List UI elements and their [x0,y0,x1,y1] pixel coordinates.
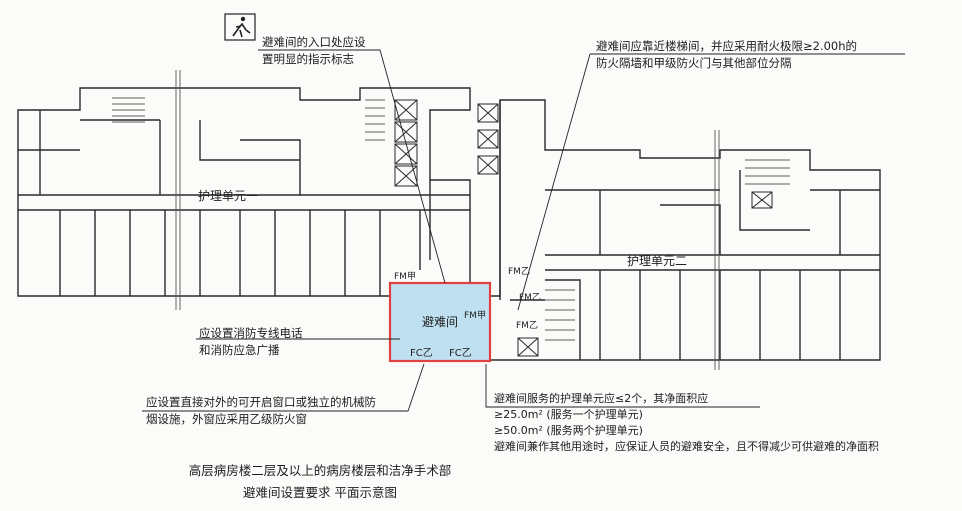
door-fm-b-3: FM乙 [516,320,538,331]
signage-note: 避难间的入口处应设 置明显的指示标志 [262,34,366,68]
service-area-line-4: 避难间兼作其他用途时，应保证人员的避难安全，且不得减少可供避难的净面积 [494,440,879,453]
diagram-caption: 高层病房楼二层及以上的病房楼层和洁净手术部 避难间设置要求 平面示意图 [150,460,490,501]
door-fm-b-1: FM乙 [508,266,530,277]
door-fm-a-2: FM甲 [464,310,486,321]
service-area-line-2: ≥25.0m² (服务一个护理单元) [494,408,643,421]
service-area-note: 避难间服务的护理单元应≤2个，其净面积应 ≥25.0m² (服务一个护理单元) … [494,391,879,455]
door-fm-b-2: FM乙 [519,292,541,303]
window-note: 应设置直接对外的可开启窗口或独立的机械防 烟设施，外窗应采用乙级防火窗 [146,394,376,428]
exit-sign-icon [224,13,256,41]
service-area-line-1: 避难间服务的护理单元应≤2个，其净面积应 [494,392,709,405]
caption-line-2: 避难间设置要求 平面示意图 [243,485,397,500]
window-fc-2: FC乙 [449,347,472,359]
fire-phone-note: 应设置消防专线电话 和消防应急广播 [199,325,303,359]
door-fm-a-1: FM甲 [394,271,416,282]
fire-phone-line-2: 和消防应急广播 [199,343,280,357]
stair-adjacent-line-2: 防火隔墙和甲级防火门与其他部位分隔 [596,56,792,70]
fire-phone-line-1: 应设置消防专线电话 [199,326,303,340]
unit-one-label: 护理单元一 [198,189,258,203]
signage-line-1: 避难间的入口处应设 [262,35,366,49]
window-line-1: 应设置直接对外的可开启窗口或独立的机械防 [146,395,376,409]
stair-adjacent-note: 避难间应靠近楼梯间，并应采用耐火极限≥2.00h的 防火隔墙和甲级防火门与其他部… [596,38,857,72]
unit-two-label: 护理单元二 [627,254,687,268]
window-line-2: 烟设施，外窗应采用乙级防火窗 [146,412,307,426]
caption-line-1: 高层病房楼二层及以上的病房楼层和洁净手术部 [188,463,452,478]
window-fc-1: FC乙 [410,347,433,359]
refuge-room [388,281,492,363]
refuge-room-label: 避难间 [422,315,458,329]
service-area-line-3: ≥50.0m² (服务两个护理单元) [494,424,643,437]
signage-line-2: 置明显的指示标志 [262,52,354,66]
stair-adjacent-line-1: 避难间应靠近楼梯间，并应采用耐火极限≥2.00h的 [596,39,858,53]
